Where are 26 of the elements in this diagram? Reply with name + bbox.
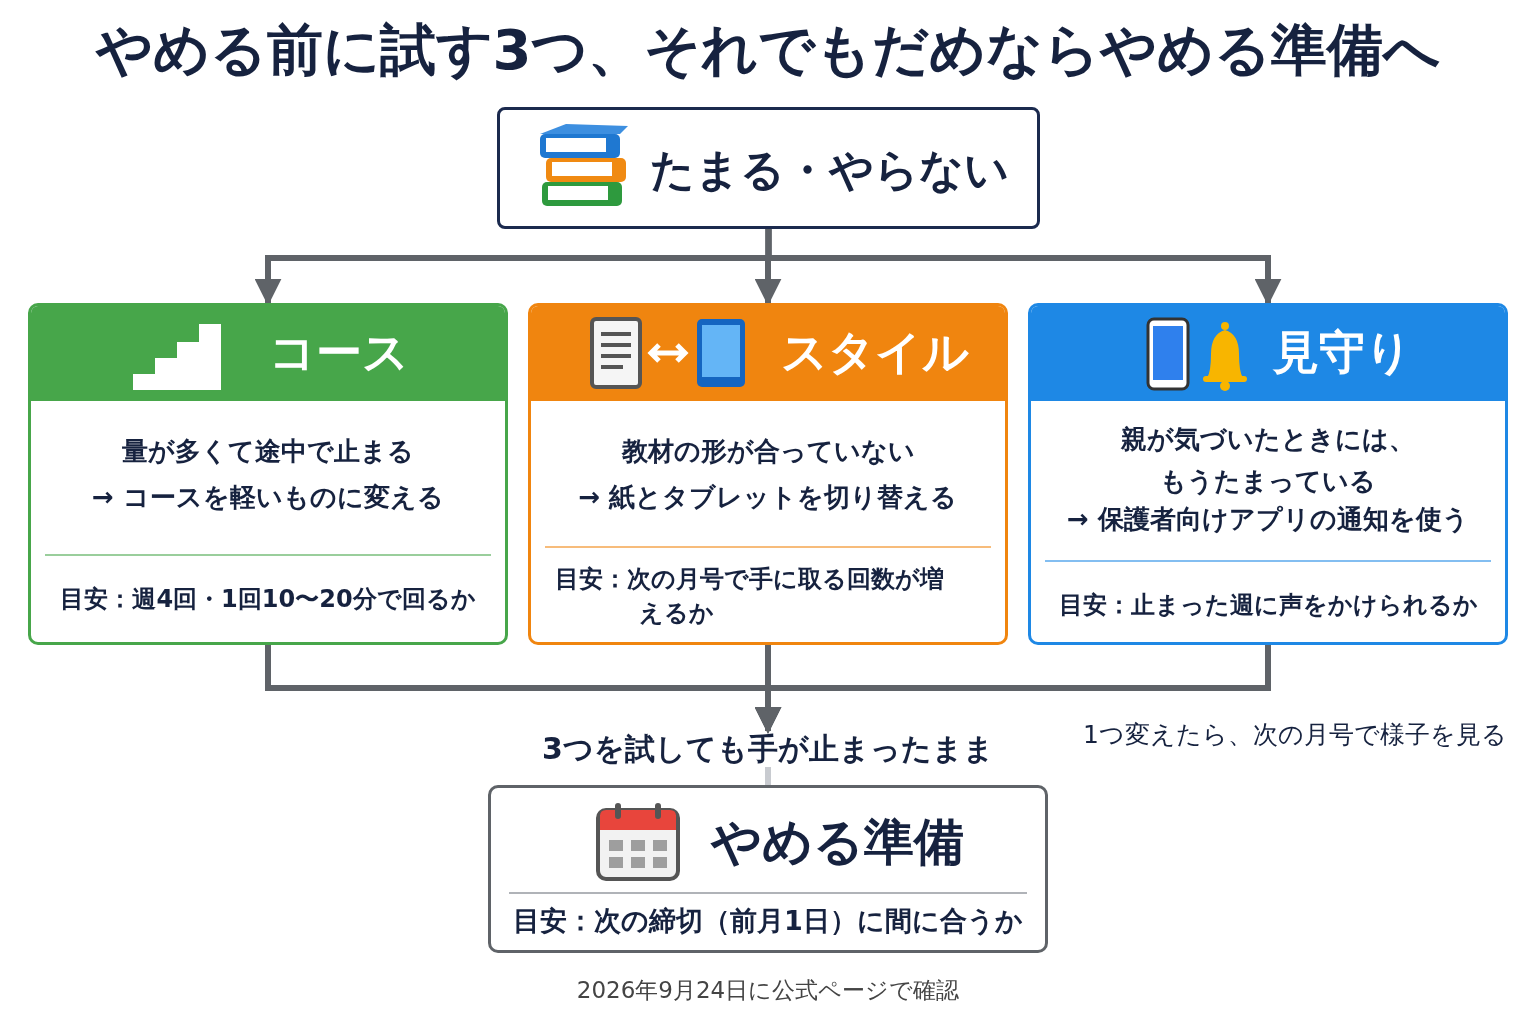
- card-title: スタイル: [781, 324, 969, 380]
- side-note: 1つ変えたら、次の月号で様子を見る: [1082, 719, 1508, 751]
- condition-text: 3つを試しても手が止まったまま: [520, 731, 1016, 767]
- topic-box: [497, 107, 1040, 229]
- solution-text: → 保護者向けアプリの通知を使う: [1066, 503, 1470, 536]
- final-title: やめる準備: [711, 812, 964, 872]
- title: やめる前に試す3つ、それでもだめならやめる準備へ: [94, 16, 1442, 84]
- source-note: 2026年9月24日に公式ページで確認: [575, 976, 961, 1005]
- final-box: [488, 785, 1048, 953]
- option-card: [528, 303, 1008, 645]
- problem-text: 量が多くて途中で止まる: [121, 435, 415, 468]
- solution-text: → 紙とタブレットを切り替える: [577, 481, 959, 514]
- problem-text: 親が気づいたときには、もうたまっている: [1120, 423, 1416, 498]
- connector-line: [765, 767, 771, 785]
- criteria-text: 目安：次の月号で手に取る回数が増えるか: [555, 564, 945, 629]
- option-card: [1028, 303, 1508, 645]
- topic-title: たまる・やらない: [650, 143, 1009, 197]
- criteria-text: 目安：次の締切（前月1日）に間に合うか: [512, 904, 1024, 938]
- arrow: [754, 645, 1271, 734]
- option-card: [28, 303, 508, 645]
- card-title: コース: [269, 324, 409, 380]
- criteria-text: 目安：止まった週に声をかけられるか: [1057, 590, 1479, 621]
- criteria-text: 目安：週4回・1回10〜20分で回るか: [59, 584, 477, 615]
- problem-text: 教材の形が合っていない: [620, 435, 916, 468]
- card-title: 見守り: [1273, 324, 1412, 380]
- solution-text: → コースを軽いものに変える: [91, 481, 445, 514]
